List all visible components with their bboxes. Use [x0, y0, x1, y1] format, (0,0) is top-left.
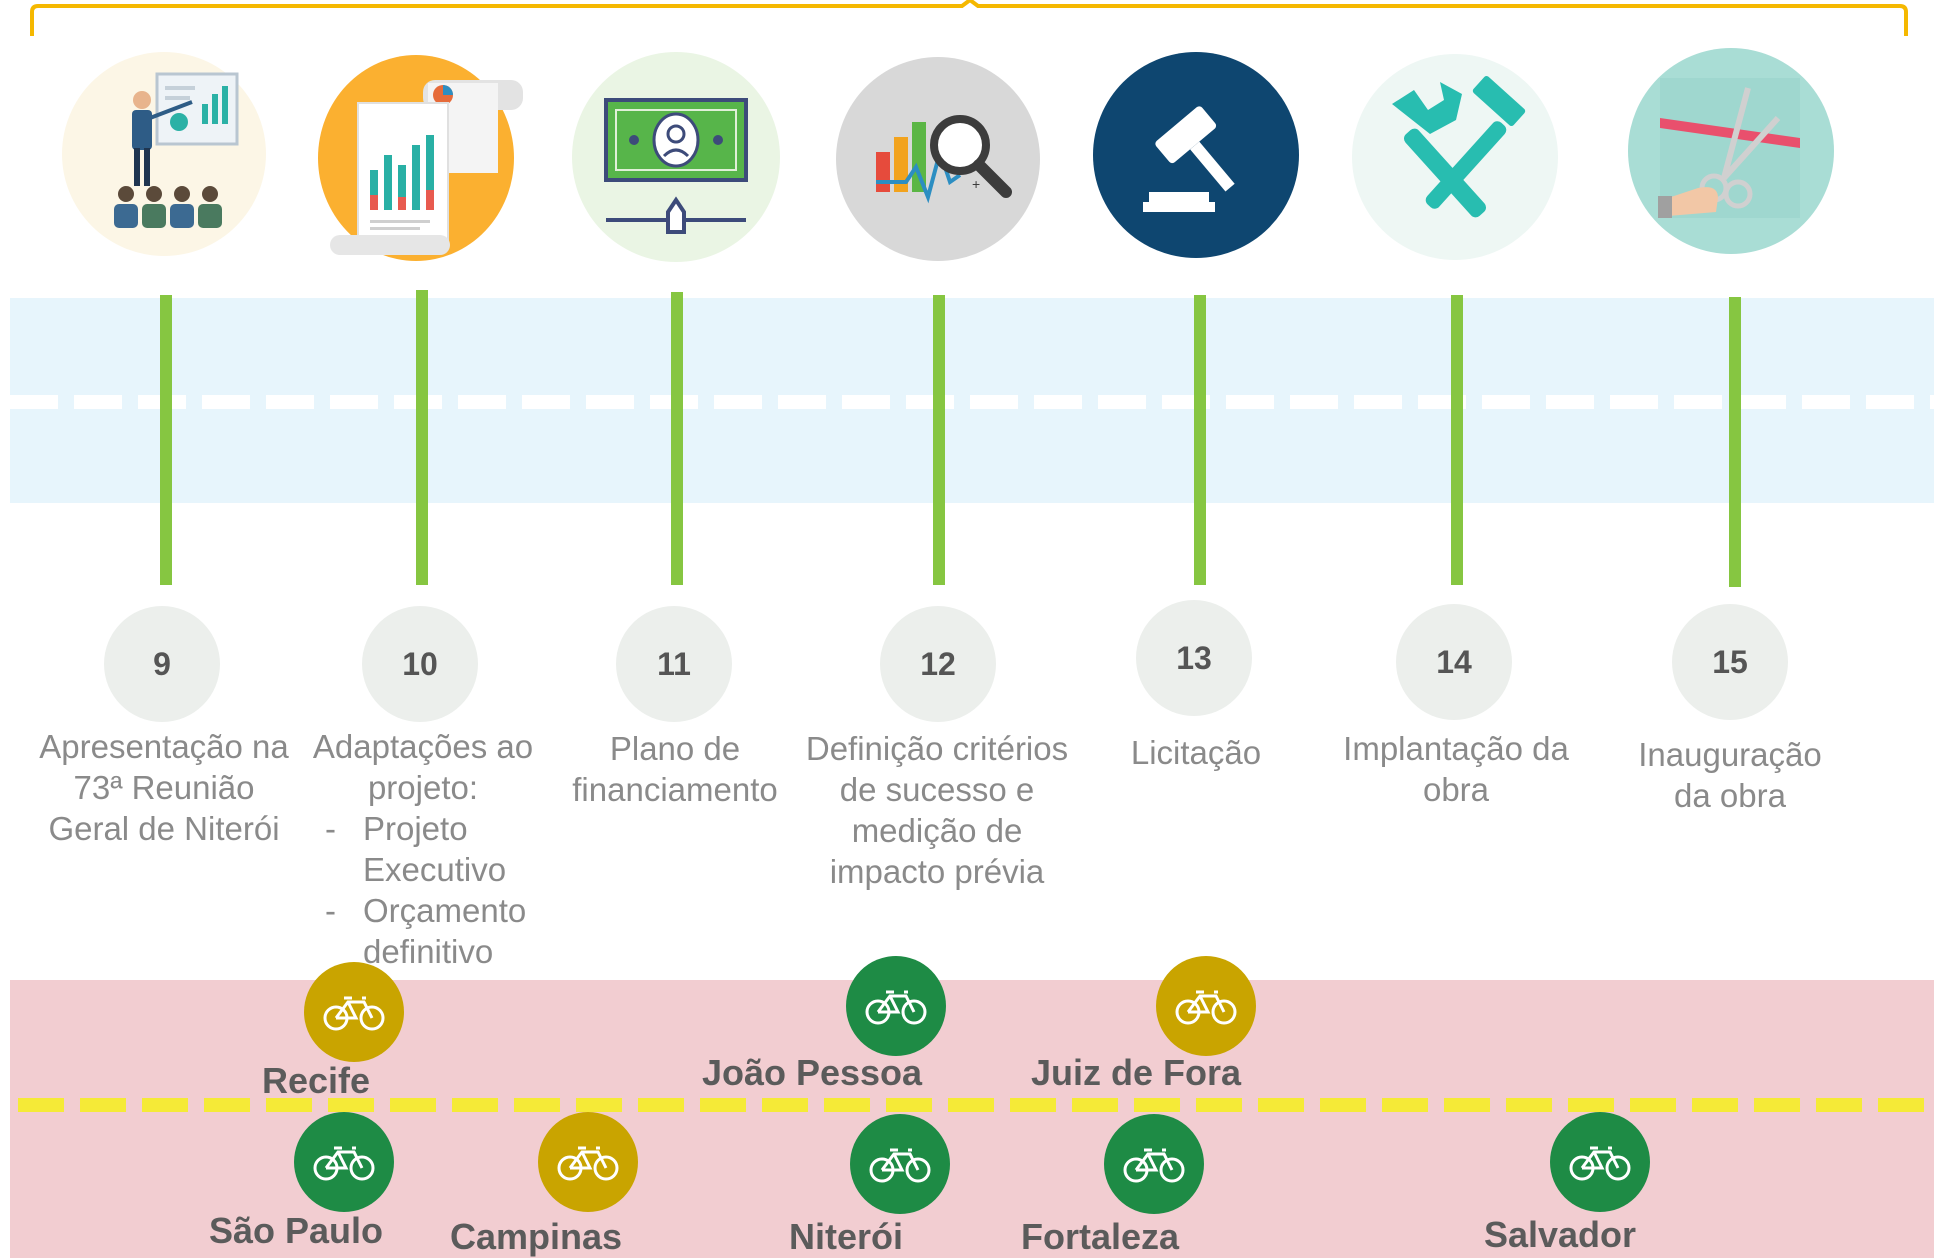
- city-marker-joao-pessoa[interactable]: [846, 956, 946, 1056]
- timeline-line: [933, 295, 945, 585]
- bicycle-icon: [869, 1148, 931, 1183]
- step-label: Definição critérios de sucesso e medição…: [805, 730, 1069, 890]
- step-label: Adaptações ao projeto:: [312, 728, 534, 806]
- bicycle-icon: [323, 996, 385, 1031]
- step-number: 10: [362, 606, 478, 722]
- city-label: Niterói: [788, 1216, 904, 1257]
- river-dashed-line: [10, 395, 1934, 409]
- svg-text:+: +: [972, 176, 980, 192]
- step-number: 9: [104, 606, 220, 722]
- city-marker-niteroi[interactable]: [850, 1114, 950, 1214]
- step-sublist: Projeto Executivo Orçamento definitivo: [313, 808, 563, 972]
- bicycle-icon: [865, 990, 927, 1025]
- analytics-magnifier-icon: +: [836, 57, 1040, 261]
- sublist-item: Projeto Executivo: [313, 808, 563, 890]
- bicycle-icon: [1123, 1148, 1185, 1183]
- step-number: 15: [1672, 604, 1788, 720]
- city-marker-campinas[interactable]: [538, 1112, 638, 1212]
- city-label: Campinas: [449, 1216, 623, 1257]
- timeline-bracket: [30, 0, 1908, 36]
- timeline-line: [1729, 297, 1741, 587]
- city-label: Recife: [261, 1060, 371, 1101]
- wrench-hammer-icon: [1352, 54, 1558, 260]
- bicycle-icon: [313, 1146, 375, 1181]
- bicycle-icon: [557, 1146, 619, 1181]
- sublist-item: Orçamento definitivo: [313, 890, 563, 972]
- bicycle-icon: [1175, 990, 1237, 1025]
- city-marker-salvador[interactable]: [1550, 1112, 1650, 1212]
- report-icon: [318, 55, 523, 261]
- city-marker-fortaleza[interactable]: [1104, 1114, 1204, 1214]
- city-label: Juiz de Fora: [1030, 1052, 1242, 1093]
- timeline-line: [416, 290, 428, 585]
- step-label: Inauguração da obra: [1638, 736, 1822, 814]
- presentation-icon: [62, 52, 266, 256]
- step-label: Apresentação na 73ª Reunião Geral de Nit…: [39, 728, 289, 847]
- banknote-icon: [572, 52, 780, 262]
- step-label: Plano de financiamento: [572, 730, 778, 808]
- timeline-line: [1194, 295, 1206, 585]
- timeline-line: [1451, 295, 1463, 585]
- step-number: 13: [1136, 600, 1252, 716]
- bicycle-icon: [1569, 1146, 1631, 1181]
- timeline-line: [160, 295, 172, 585]
- step-number: 12: [880, 606, 996, 722]
- road-dashed-line: [18, 1098, 1928, 1112]
- step-number: 11: [616, 606, 732, 722]
- city-label: Salvador: [1483, 1214, 1637, 1255]
- gavel-icon: [1093, 52, 1299, 258]
- city-marker-juiz-de-fora[interactable]: [1156, 956, 1256, 1056]
- city-label: João Pessoa: [701, 1052, 923, 1093]
- step-label: Licitação: [1130, 734, 1262, 771]
- city-marker-sao-paulo[interactable]: [294, 1112, 394, 1212]
- city-label: São Paulo: [208, 1210, 384, 1251]
- step-label: Implantação da obra: [1343, 730, 1569, 808]
- step-number: 14: [1396, 604, 1512, 720]
- city-label: Fortaleza: [1020, 1216, 1180, 1257]
- ribbon-cutting-icon: [1628, 48, 1834, 254]
- timeline-line: [671, 292, 683, 585]
- city-marker-recife[interactable]: [304, 962, 404, 1062]
